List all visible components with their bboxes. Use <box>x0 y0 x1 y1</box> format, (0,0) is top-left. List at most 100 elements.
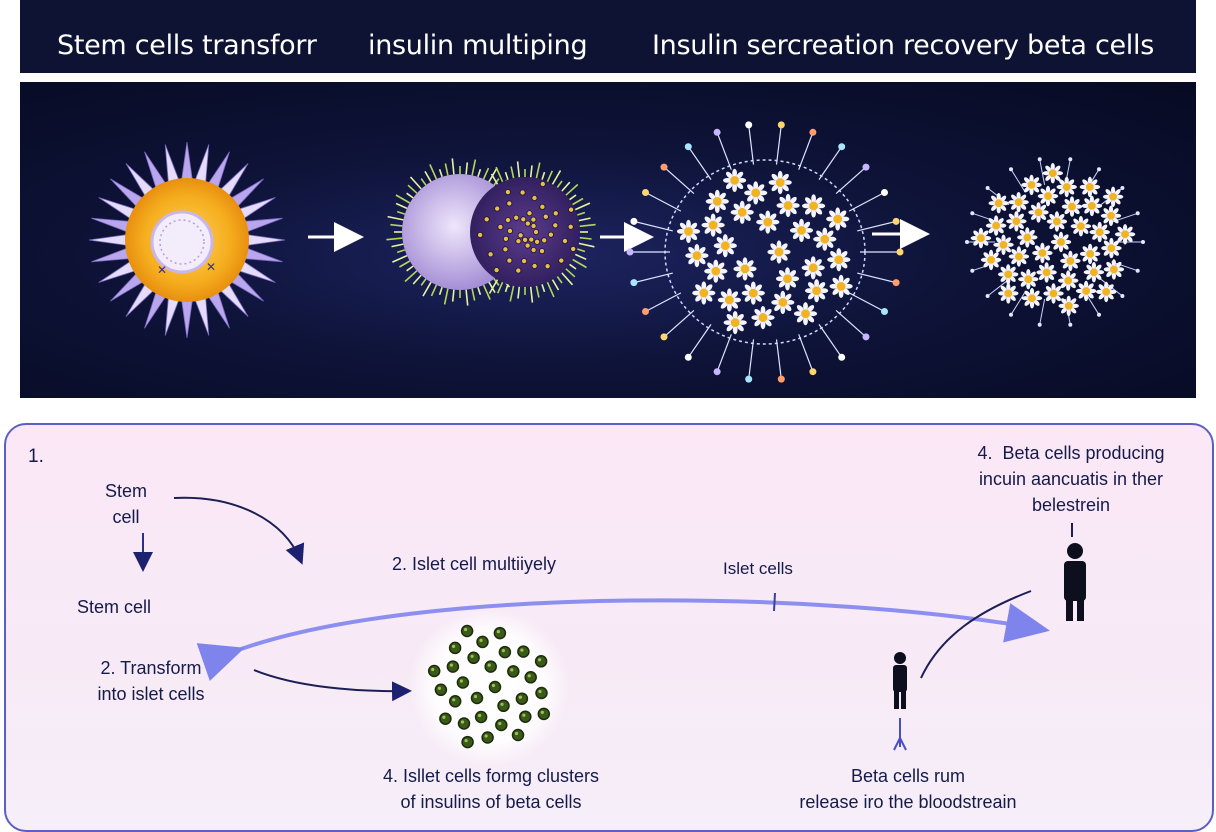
illustration-panel: ✕ ✕ <box>20 82 1196 398</box>
islet-cell-dot <box>461 735 474 749</box>
beta-release-curve <box>920 590 1032 679</box>
beta-cell <box>1061 196 1083 217</box>
beta-producing-label: 4. Beta cells producing incuin aancuatis… <box>977 443 1165 515</box>
stem-cell-spike <box>91 217 131 233</box>
islet-cell-cluster <box>427 624 551 749</box>
granule <box>515 238 522 245</box>
secretion-ray <box>818 324 843 358</box>
secretion-tip <box>777 375 785 383</box>
dividing-cell-spike <box>535 162 541 179</box>
network-node <box>1120 294 1125 298</box>
granule <box>493 267 500 274</box>
islet-cell <box>768 170 792 195</box>
beta-cell <box>998 283 1019 304</box>
secretion-ray <box>663 309 695 338</box>
secretion-ray <box>663 166 695 195</box>
dividing-cell-spike <box>574 253 587 261</box>
islet-cell-highlight <box>500 702 504 706</box>
secretion-ray <box>835 166 867 195</box>
dividing-cell-spike <box>424 171 432 183</box>
dividing-cell-spike <box>574 202 591 211</box>
islet-cell-dot <box>517 645 530 658</box>
dividing-cell-spike <box>420 278 427 286</box>
beta-cell <box>1058 295 1079 317</box>
dividing-cell-spike <box>556 180 563 188</box>
network-node <box>970 211 975 216</box>
stem-cell-illustration: ✕ ✕ <box>88 141 286 339</box>
dividing-cell-spike <box>444 163 449 176</box>
dividing-cell-spike <box>443 288 449 305</box>
dividing-cell-spike <box>577 211 586 216</box>
secretion-tip <box>838 143 846 151</box>
islet-cell-highlight <box>518 695 523 699</box>
secretion-ray <box>798 334 814 372</box>
islet-cell <box>826 207 850 231</box>
granule <box>504 217 511 224</box>
islet-cell-dot <box>427 664 441 678</box>
dividing-cell-spike <box>399 260 411 268</box>
beta-cell <box>1100 205 1122 226</box>
stem-cell-spike <box>243 217 283 233</box>
secretion-tip <box>630 279 638 287</box>
dividing-cell-spike <box>477 168 482 178</box>
dividing-cell-spike <box>529 286 534 303</box>
granule <box>524 242 531 249</box>
granule <box>531 195 538 202</box>
granule <box>558 257 565 264</box>
islet-cell <box>801 256 825 280</box>
stem-cell-nucleus <box>150 210 214 274</box>
granule <box>502 246 509 253</box>
beta-cell <box>985 215 1007 236</box>
step-number: 1. <box>28 446 44 467</box>
network-node <box>1097 312 1101 317</box>
secretion-tip <box>777 121 785 129</box>
islet-cell <box>802 194 826 218</box>
stem-cell-spike <box>246 234 286 246</box>
islet-cell-highlight <box>464 739 468 743</box>
islet-cell <box>805 279 829 303</box>
stem-cell-spike <box>194 144 210 184</box>
secretion-ray <box>645 191 682 212</box>
islet-cell <box>704 259 728 283</box>
islet-cell-dot <box>507 665 520 678</box>
islet-cell-highlight <box>538 689 542 694</box>
islet-cell-dot <box>493 626 507 640</box>
islet-cells <box>676 168 853 335</box>
network-node <box>1135 268 1140 273</box>
dividing-cell-spike <box>556 276 563 284</box>
secretion-tip <box>881 189 888 196</box>
svg-text:✕: ✕ <box>157 263 167 277</box>
dividing-cell-spike <box>490 173 499 185</box>
dividing-cell-spike <box>578 242 595 248</box>
islet-cell-dot <box>467 651 480 665</box>
islet-cell <box>676 219 701 243</box>
secretion-tip <box>881 308 888 315</box>
dividing-cell-spike <box>451 289 455 302</box>
granule <box>568 206 575 213</box>
granule <box>552 222 559 229</box>
secretion-tip <box>809 128 817 136</box>
granule <box>539 203 546 210</box>
islet-cell-highlight <box>452 644 456 648</box>
secretion-tip <box>838 353 846 361</box>
clusters-label: 4. Isllet cells formg clusters of insuli… <box>382 766 600 812</box>
dividing-cell-spike <box>509 285 515 302</box>
granule <box>517 232 524 239</box>
islet-cell <box>723 168 747 192</box>
stem-cell-label: Stem cell <box>104 481 147 527</box>
granule <box>521 258 528 265</box>
stage-title-insulin-secretion: Insulin sercreation recovery beta cells <box>652 30 1154 61</box>
islet-cell-dot <box>488 680 502 694</box>
dividing-cell-spike <box>395 202 408 210</box>
granule <box>515 267 522 274</box>
islet-cell <box>756 210 780 234</box>
stem-cell-spike <box>181 141 193 181</box>
granule <box>531 262 538 269</box>
beta-cell <box>1008 192 1029 213</box>
dividing-cell-spike <box>471 288 476 301</box>
granule <box>506 227 513 234</box>
beta-cell <box>980 249 1002 271</box>
secretion-tip <box>642 189 649 196</box>
secretion-ray <box>775 339 782 380</box>
beta-cell <box>1081 195 1103 217</box>
